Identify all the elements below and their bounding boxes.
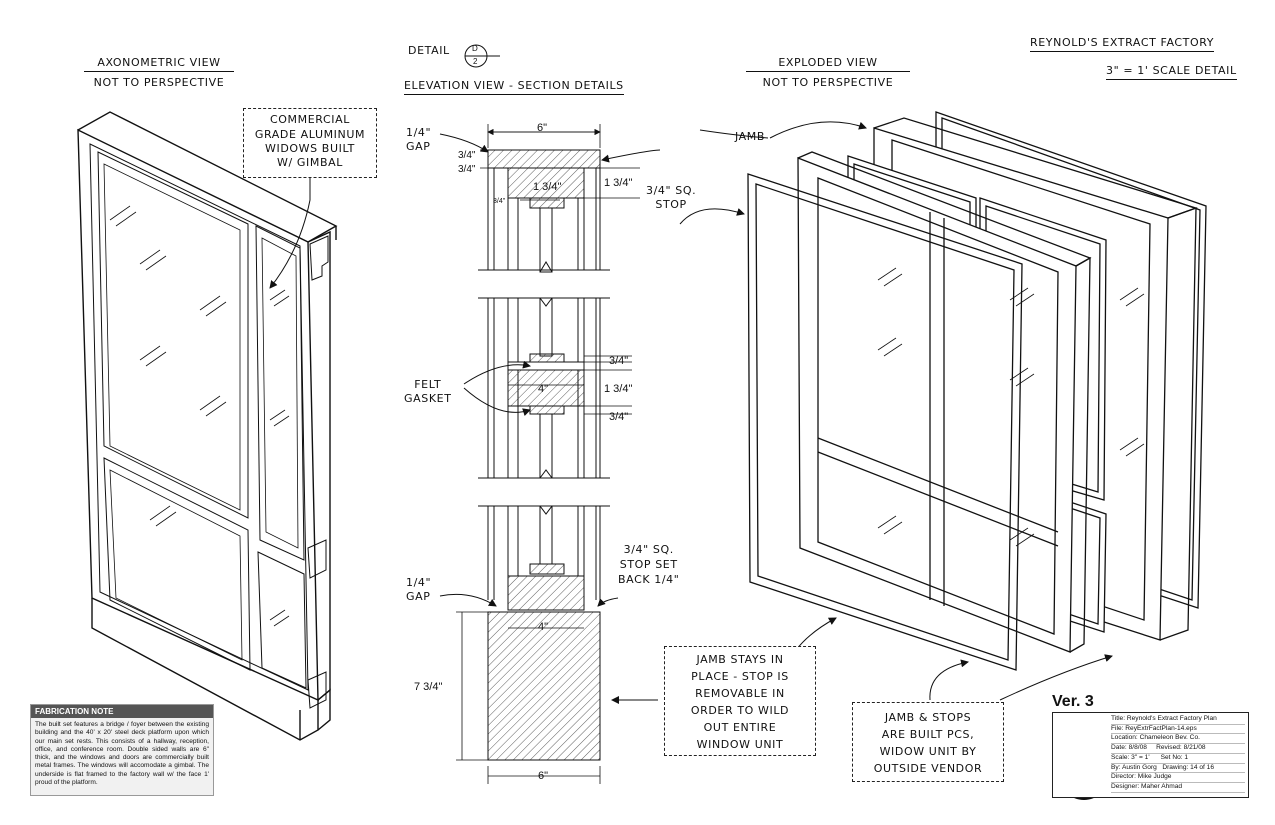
section-details bbox=[439, 124, 661, 784]
exploded-subtitle: Not to Perspective bbox=[762, 76, 894, 89]
tb-director: Director: Mike Judge bbox=[1111, 773, 1245, 783]
dim-top-d3: 1 3/4" bbox=[533, 181, 562, 193]
dim-mid-w: 4" bbox=[538, 383, 549, 395]
extract-logo-text: EXTRACT bbox=[1060, 760, 1095, 777]
tb-title: Title: Reynold's Extract Factory Plan bbox=[1111, 715, 1245, 725]
jamb-stops-note: Jamb & Stops Are Built Pcs, Widow Unit B… bbox=[852, 702, 1004, 782]
dim-bot-base: 6" bbox=[538, 770, 549, 782]
title-block: EXTRACT Title: Reynold's Extract Factory… bbox=[1052, 712, 1249, 798]
scale-title: 3" = 1' Scale Detail bbox=[1106, 64, 1237, 80]
dim-mid-c: 3/4" bbox=[609, 411, 629, 423]
dim-top-d4: 1 3/4" bbox=[604, 177, 633, 189]
felt-gasket-label: Felt Gasket bbox=[404, 378, 452, 405]
tb-date-row: Date: 8/8/08 Revised: 8/21/08 bbox=[1111, 744, 1245, 754]
fabrication-note-body: The built set features a bridge / foyer … bbox=[35, 721, 209, 787]
dim-mid-a: 3/4" bbox=[609, 355, 629, 367]
tb-location: Location: Chameleon Bev. Co. bbox=[1111, 734, 1245, 745]
project-title: Reynold's Extract Factory bbox=[1030, 36, 1215, 52]
axon-subtitle: Not to Perspective bbox=[93, 76, 225, 89]
stop-label: 3/4" Sq. Stop bbox=[646, 184, 697, 211]
stop-set-back-label: 3/4" Sq. Stop Set Back 1/4" bbox=[618, 543, 680, 586]
dim-top-d1: 3/4" bbox=[458, 150, 476, 161]
exploded-title: Exploded View bbox=[746, 56, 910, 72]
tb-file: File: ReyExtrFactPlan-14.eps bbox=[1111, 725, 1245, 735]
commercial-aluminum-note: Commercial Grade Aluminum Widows Built W… bbox=[243, 108, 377, 178]
fabrication-note-header: FABRICATION NOTE bbox=[31, 705, 213, 718]
dim-bot-w: 4" bbox=[538, 621, 549, 633]
dim-mid-b: 1 3/4" bbox=[604, 383, 633, 395]
version-label: Ver. 3 bbox=[1052, 693, 1094, 710]
detail-bubble-bottom: 2 bbox=[473, 57, 478, 66]
exploded-view bbox=[679, 111, 1207, 701]
gap-top-label: 1/4" Gap bbox=[406, 126, 432, 153]
dim-bot-h: 7 3/4" bbox=[414, 681, 443, 693]
tb-scale-row: Scale: 3" = 1' Set No: 1 bbox=[1111, 754, 1245, 764]
tb-designer: Designer: Maher Ahmad bbox=[1111, 783, 1245, 793]
title-block-fields: Title: Reynold's Extract Factory Plan Fi… bbox=[1111, 715, 1245, 793]
dim-top-d2: 3/4" bbox=[458, 164, 476, 175]
jamb-stays-note: Jamb Stays In Place - Stop Is Removable … bbox=[664, 646, 816, 756]
jamb-label: Jamb bbox=[735, 130, 766, 143]
dim-top-width: 6" bbox=[537, 122, 548, 134]
detail-label: Detail bbox=[408, 44, 450, 57]
gap-bottom-label: 1/4" Gap bbox=[406, 576, 432, 603]
axon-title: Axonometric View bbox=[84, 56, 234, 72]
elevation-title: Elevation View - Section Details bbox=[404, 79, 624, 95]
detail-bubble bbox=[464, 44, 500, 68]
dim-top-d5: 3/4" bbox=[493, 198, 506, 205]
fabrication-note: FABRICATION NOTE The built set features … bbox=[30, 704, 214, 796]
tb-by-row: By: Austin Gorg Drawing: 14 of 16 bbox=[1111, 764, 1245, 774]
detail-bubble-top: D bbox=[472, 44, 478, 53]
axonometric-window bbox=[77, 111, 338, 741]
